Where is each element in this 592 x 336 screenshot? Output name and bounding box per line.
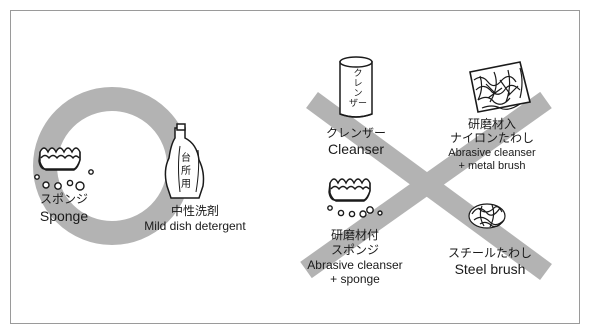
svg-text:ン: ン (353, 89, 362, 99)
abrasive-pad-icon (469, 61, 531, 113)
sponge-label-jp: スポンジ (39, 192, 88, 206)
metal-brush-label-jp1: 研磨材入 (467, 117, 516, 131)
steel-wool-icon (468, 203, 506, 229)
abrasive-sponge-icon (327, 178, 383, 218)
abrasive-sponge-label-en2: + sponge (330, 272, 380, 286)
cleanser-label-en: Cleanser (327, 141, 385, 157)
svg-text:レ: レ (353, 79, 362, 89)
metal-brush-label-jp2: ナイロンたわし (449, 131, 534, 145)
svg-text:ザー: ザー (349, 98, 367, 109)
cleanser-label-jp: クレンザー (325, 126, 386, 140)
detergent-bottle-icon: 台 所 用 (164, 123, 205, 199)
metal-brush-label-en2: + metal brush (458, 160, 526, 172)
figure-frame (10, 10, 580, 324)
mild-detergent-label-en: Mild dish detergent (144, 219, 246, 233)
abrasive-sponge-label-en1: Abrasive cleanser (307, 258, 403, 272)
cleanser-can-icon: ク レ ン ザー (339, 56, 373, 118)
svg-text:所: 所 (181, 165, 191, 177)
svg-text:用: 用 (181, 179, 191, 190)
sponge-icon (34, 147, 94, 191)
ng-cross-mark (300, 91, 552, 281)
metal-brush-label-en1: Abrasive cleanser (448, 147, 536, 159)
abrasive-sponge-label-jp1: 研磨材付 (330, 228, 379, 242)
mild-detergent-label-jp: 中性洗剤 (170, 204, 219, 218)
abrasive-sponge-label-jp2: スポンジ (330, 243, 379, 257)
svg-text:台: 台 (181, 151, 191, 164)
svg-text:ク: ク (353, 68, 362, 79)
sponge-label-en: Sponge (39, 208, 89, 224)
steel-brush-label-jp: スチールたわし (447, 246, 532, 260)
steel-brush-label-en: Steel brush (454, 261, 526, 277)
